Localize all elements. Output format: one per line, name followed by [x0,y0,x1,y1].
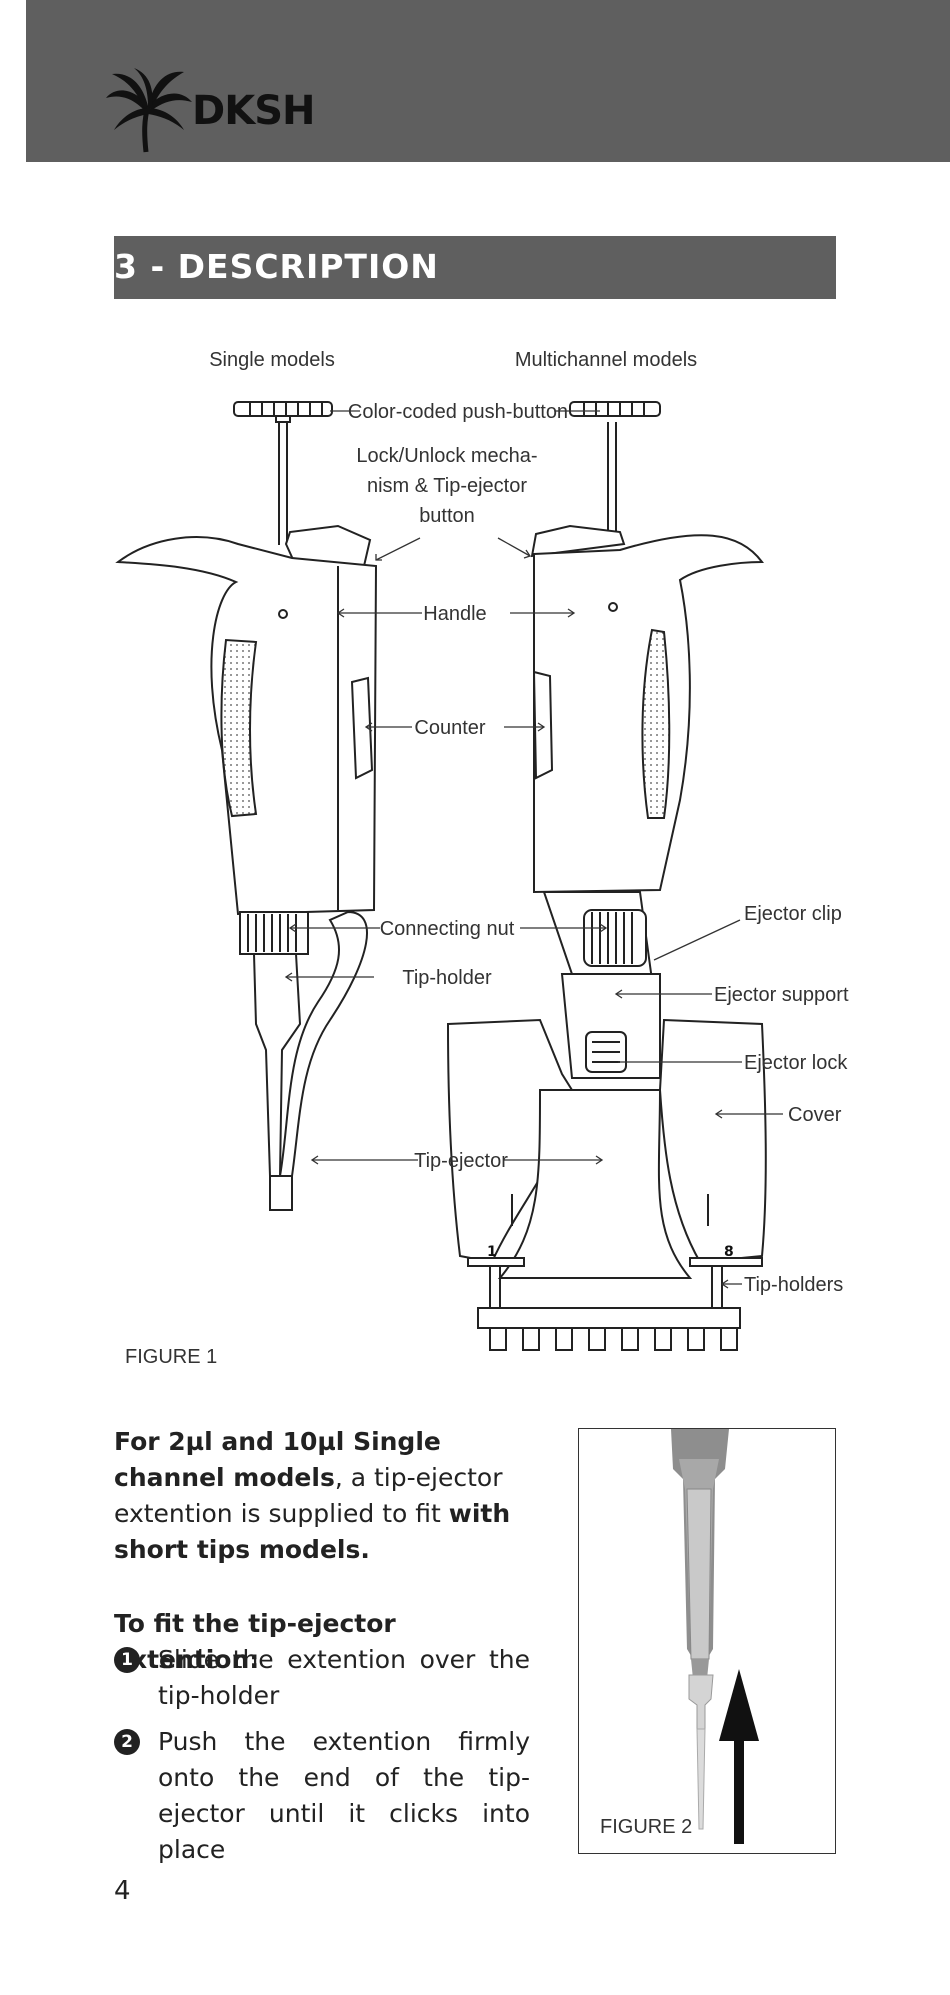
page-number: 4 [114,1876,131,1906]
multichannel-pipette-drawing [446,401,767,1351]
single-pipette-drawing [115,401,378,1211]
arrow-heads [284,549,729,1289]
intro-bold-a: For 2µl and 10µl Single channel models [114,1427,441,1492]
label-tip-holders: Tip-holders [744,1274,843,1296]
step-2: 2 Push the extention firmly onto the end… [114,1724,530,1864]
brand-name: DKSH [192,88,315,134]
label-single-models: Single models [209,349,335,371]
step-2-text: Push the extention firmly onto the end o… [158,1727,530,1864]
up-arrow-icon [719,1669,759,1741]
label-counter: Counter [414,717,485,739]
intro-paragraph: For 2µl and 10µl Single channel models, … [114,1424,530,1568]
figure-2-caption: FIGURE 2 [600,1816,693,1838]
figure-1-caption: FIGURE 1 [125,1346,218,1368]
step-1: 1 Slide the extention over the tip-holde… [114,1642,530,1714]
step-1-text: Slide the extention over the tip-holder [158,1645,530,1710]
label-lock-line2: nism & Tip-ejector [367,475,527,497]
label-push-button: Color-coded push-button [348,401,568,423]
label-ejector-clip: Ejector clip [744,903,842,925]
palm-logo-icon [106,68,192,153]
section-title: 3 - DESCRIPTION [114,247,439,286]
instructions-heading: To fit the tip-ejector extention: [114,1609,396,1674]
step-2-number: 2 [114,1729,140,1755]
page-header [26,0,950,162]
label-tip-holder: Tip-holder [402,967,492,989]
figure-1-diagram: Single models Multichannel models Color-… [115,349,849,1351]
intro-bold-b: with short tips models. [114,1499,511,1564]
intro-normal: , a tip-ejector extention is supplied to… [114,1463,503,1528]
label-lock-line3: button [419,505,475,527]
label-multichannel-models: Multichannel models [515,349,697,371]
label-connecting-nut: Connecting nut [380,918,515,940]
channel-number-last: 8 [724,1244,734,1260]
channel-number-first: 1 [487,1244,497,1260]
section-title-bar [114,236,836,299]
arrow-shaft [734,1734,744,1844]
figure-2-image [671,1429,759,1844]
label-tip-ejector: Tip-ejector [414,1150,508,1172]
label-ejector-lock: Ejector lock [744,1052,848,1074]
label-handle: Handle [423,603,486,625]
dksh-logo: DKSH [104,68,334,154]
figure-2-frame [578,1428,836,1854]
leader-lines [286,410,783,1285]
label-ejector-support: Ejector support [714,984,849,1006]
step-1-number: 1 [114,1647,140,1673]
label-lock-line1: Lock/Unlock mecha- [356,445,537,467]
label-cover: Cover [788,1104,842,1126]
